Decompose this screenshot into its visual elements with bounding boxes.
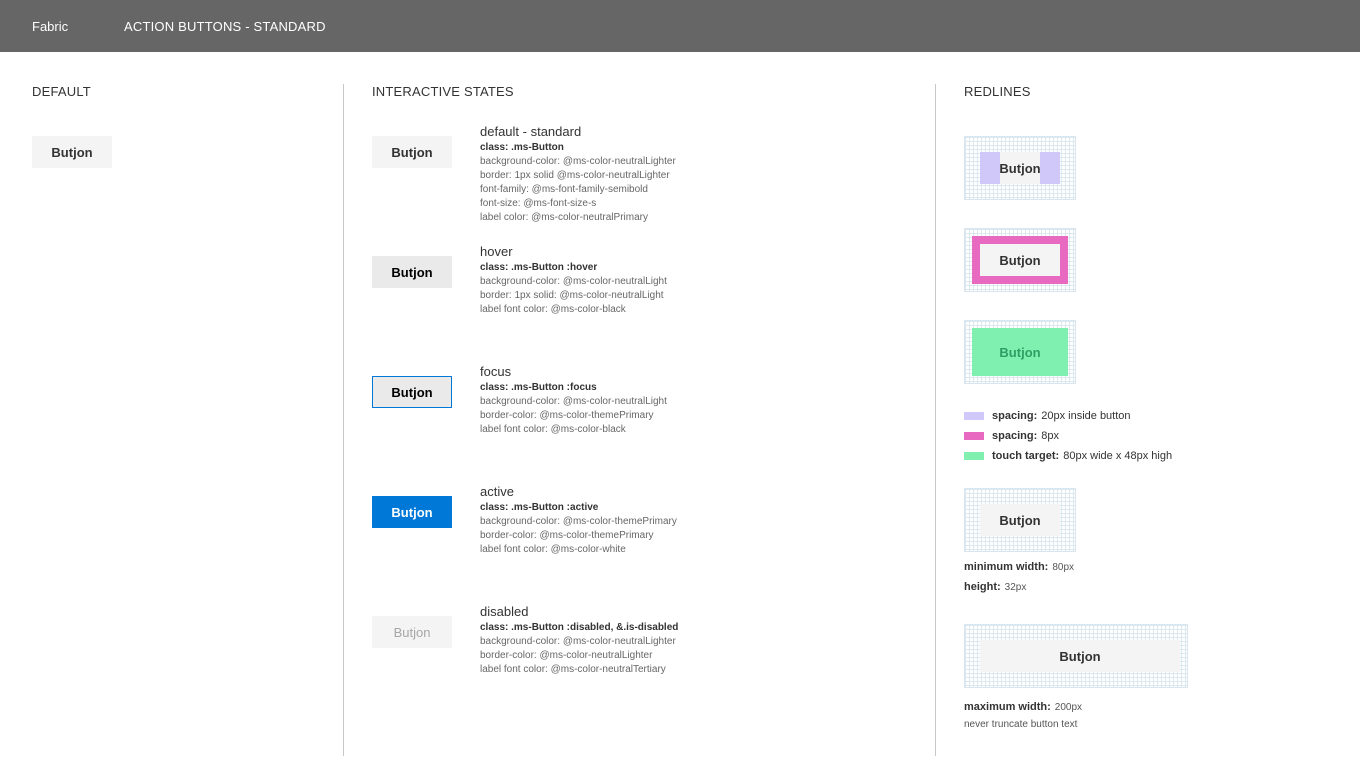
state-property: label font color: @ms-color-neutralTerti… <box>480 664 666 675</box>
section-title-default: DEFAULT <box>32 84 91 99</box>
state-hover-button[interactable]: Butjon <box>372 256 452 288</box>
state-default-button[interactable]: Butjon <box>372 136 452 168</box>
state-name: active <box>480 484 514 499</box>
padding-right-marker <box>1040 152 1060 184</box>
legend-item: spacing: 8px <box>964 429 1059 443</box>
max-width-note: maximum width:200px <box>964 701 1082 713</box>
state-property: background-color: @ms-color-themePrimary <box>480 516 677 527</box>
redline-button: Butjon <box>980 640 1180 672</box>
redline-button-label: Butjon <box>999 160 1041 176</box>
state-name: focus <box>480 364 512 379</box>
max-width-value: 200px <box>1054 702 1083 713</box>
legend-swatch-green <box>964 452 984 460</box>
legend-swatch-purple <box>964 412 984 420</box>
state-class: class: .ms-Button :focus <box>480 382 597 393</box>
default-button[interactable]: Butjon <box>32 136 112 168</box>
state-focus-description: focus class: .ms-Button :focus backgroun… <box>480 364 880 437</box>
state-property: background-color: @ms-color-neutralLight… <box>480 156 676 167</box>
legend-label: touch target: <box>992 450 1060 462</box>
section-title-interactive: INTERACTIVE STATES <box>372 84 514 99</box>
state-default-description: default - standard class: .ms-Button bac… <box>480 124 880 225</box>
state-property: font-size: @ms-font-size-s <box>480 198 597 209</box>
legend-item: touch target: 80px wide x 48px high <box>964 449 1172 463</box>
state-property: label color: @ms-color-neutralPrimary <box>480 212 648 223</box>
min-width-value: 80px <box>1052 562 1075 573</box>
state-property: border: 1px solid @ms-color-neutralLight… <box>480 170 670 181</box>
state-property: font-family: @ms-font-family-semibold <box>480 184 648 195</box>
column-divider-right <box>935 84 936 756</box>
state-active-button[interactable]: Butjon <box>372 496 452 528</box>
state-active-description: active class: .ms-Button :active backgro… <box>480 484 880 557</box>
touch-target-marker: Butjon <box>972 328 1068 376</box>
min-width-note: minimum width:80px <box>964 561 1074 573</box>
redline-button: Butjon <box>980 504 1060 536</box>
redline-padding-diagram: Butjon <box>964 136 1076 200</box>
legend-swatch-pink <box>964 432 984 440</box>
state-property: border-color: @ms-color-neutralLighter <box>480 650 653 661</box>
state-property: border: 1px solid: @ms-color-neutralLigh… <box>480 290 664 301</box>
state-disabled-button: Butjon <box>372 616 452 648</box>
state-property: background-color: @ms-color-neutralLight <box>480 396 667 407</box>
legend-value: 20px inside button <box>1041 410 1131 422</box>
state-focus-button[interactable]: Butjon <box>372 376 452 408</box>
legend-value: 80px wide x 48px high <box>1063 450 1173 462</box>
redline-button: Butjon <box>980 152 1060 184</box>
redline-button: Butjon <box>980 244 1060 276</box>
height-note: height:32px <box>964 581 1026 593</box>
redline-touch-target-diagram: Butjon <box>964 320 1076 384</box>
state-class: class: .ms-Button :hover <box>480 262 598 273</box>
state-property: border-color: @ms-color-themePrimary <box>480 410 654 421</box>
brand-name[interactable]: Fabric <box>32 19 69 34</box>
legend-label: spacing: <box>992 430 1038 442</box>
state-hover-description: hover class: .ms-Button :hover backgroun… <box>480 244 880 317</box>
truncate-note: never truncate button text <box>964 719 1078 730</box>
legend-item: spacing: 20px inside button <box>964 409 1131 423</box>
state-property: label font color: @ms-color-black <box>480 424 626 435</box>
state-class: class: .ms-Button :disabled, &.is-disabl… <box>480 622 679 633</box>
state-property: label font color: @ms-color-white <box>480 544 626 555</box>
state-name: hover <box>480 244 513 259</box>
top-bar: Fabric ACTION BUTTONS - STANDARD <box>0 0 1360 52</box>
state-class: class: .ms-Button <box>480 142 564 153</box>
state-name: default - standard <box>480 124 582 139</box>
max-width-label: maximum width: <box>964 701 1051 713</box>
state-property: background-color: @ms-color-neutralLight <box>480 276 667 287</box>
state-name: disabled <box>480 604 529 619</box>
height-value: 32px <box>1004 582 1027 593</box>
height-label: height: <box>964 581 1001 593</box>
state-class: class: .ms-Button :active <box>480 502 599 513</box>
min-width-label: minimum width: <box>964 561 1049 573</box>
page-title: ACTION BUTTONS - STANDARD <box>124 19 326 34</box>
state-property: border-color: @ms-color-themePrimary <box>480 530 654 541</box>
legend-label: spacing: <box>992 410 1038 422</box>
redline-spacing-diagram: Butjon <box>964 228 1076 292</box>
state-property: label font color: @ms-color-black <box>480 304 626 315</box>
redline-min-width-diagram: Butjon <box>964 488 1076 552</box>
padding-left-marker <box>980 152 1000 184</box>
redline-max-width-diagram: Butjon <box>964 624 1188 688</box>
state-disabled-description: disabled class: .ms-Button :disabled, &.… <box>480 604 880 677</box>
column-divider-left <box>343 84 344 756</box>
legend-value: 8px <box>1041 430 1059 442</box>
section-title-redlines: REDLINES <box>964 84 1031 99</box>
state-property: background-color: @ms-color-neutralLight… <box>480 636 676 647</box>
